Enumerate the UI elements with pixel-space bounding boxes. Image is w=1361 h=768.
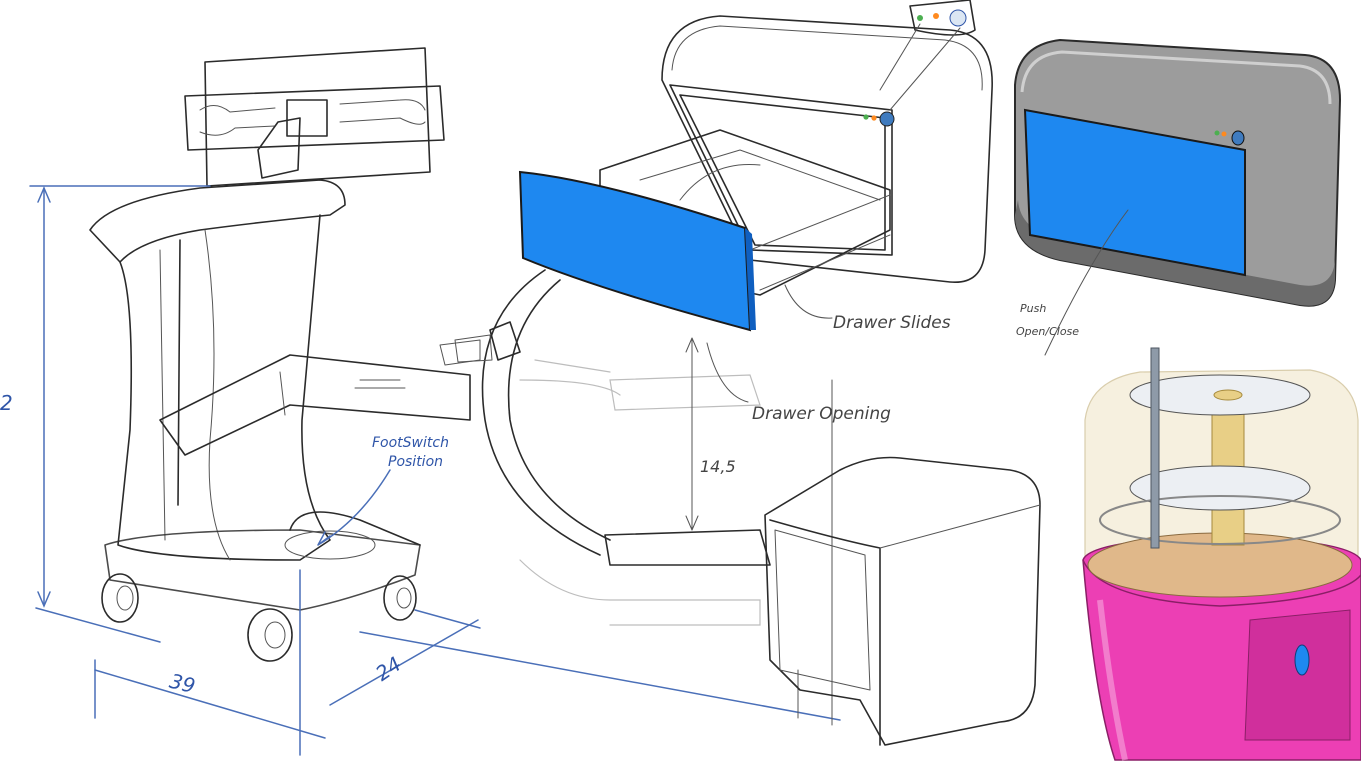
device-button-icon[interactable]	[1294, 644, 1310, 676]
drawer-front-panel	[518, 170, 752, 332]
width-dimension-label: 39	[167, 669, 198, 698]
depth-dimension-label: 24	[371, 652, 406, 686]
power-button-icon[interactable]	[1231, 130, 1245, 146]
cart-dimensions: 2 39 24 FootSwitch Position	[0, 185, 841, 756]
footswitch-label-line2: Position	[388, 454, 443, 470]
status-led-icon	[1214, 130, 1220, 136]
height-dimension-label: 2	[0, 391, 13, 415]
footswitch-label-line1: FootSwitch	[372, 435, 449, 451]
medical-cart-sketch	[89, 47, 481, 662]
power-button-icon[interactable]	[949, 9, 967, 27]
cabinet-blue-window	[1023, 108, 1246, 277]
drawer-opening-label: Drawer Opening	[752, 404, 891, 424]
c-arm-sketch	[454, 269, 771, 626]
drawer-oven-sketch: Drawer Slides Drawer Opening	[518, 0, 993, 424]
drawer-slides-label: Drawer Slides	[833, 313, 951, 333]
status-led-icon	[871, 115, 877, 121]
cart-wheels	[101, 573, 417, 662]
power-button-icon[interactable]	[879, 111, 895, 127]
drawer-dimension: 14,5	[685, 337, 833, 726]
status-led-icon	[1221, 131, 1227, 137]
white-box-sketch	[764, 456, 1041, 746]
push-label-line2: Open/Close	[1016, 325, 1079, 338]
push-label-line1: Push	[1020, 302, 1046, 315]
pink-sterilizer-render	[1082, 347, 1361, 761]
drawer-height-label: 14,5	[700, 457, 736, 476]
status-led-icon	[863, 114, 869, 120]
gray-cabinet-render: Push Open/Close	[1014, 38, 1342, 356]
